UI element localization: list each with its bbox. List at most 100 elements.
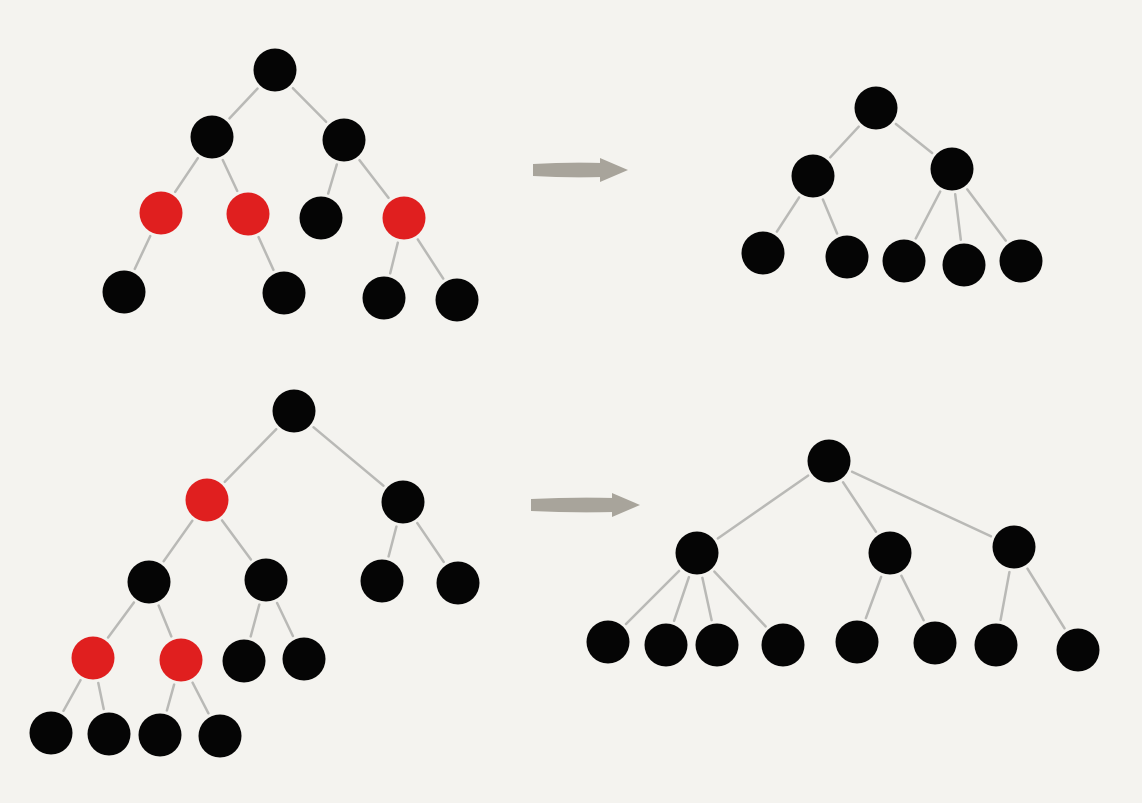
red-node [185, 478, 229, 522]
red-node [159, 638, 203, 682]
black-node [930, 147, 974, 191]
two-three-four-tree-2 [586, 439, 1100, 672]
tree-edge [326, 163, 339, 195]
black-node [381, 480, 425, 524]
black-node [942, 243, 986, 287]
tree-edge [850, 470, 993, 538]
black-node [29, 711, 73, 755]
tree-edge [672, 575, 691, 623]
tree-edge [829, 125, 860, 159]
black-node [835, 620, 879, 664]
black-node [87, 712, 131, 756]
black-node [999, 239, 1043, 283]
black-node [222, 639, 266, 683]
red-node [226, 192, 270, 236]
tree-edge [701, 576, 713, 622]
tree-edge [157, 604, 173, 638]
arrow-head [600, 158, 628, 182]
black-node [868, 531, 912, 575]
black-node [882, 239, 926, 283]
tree-edge [249, 603, 261, 638]
two-three-four-tree-2-edges [624, 470, 1066, 630]
tree-edge [387, 525, 398, 558]
black-node [102, 270, 146, 314]
red-node [71, 636, 115, 680]
tree-edge [173, 156, 200, 194]
black-node [299, 196, 343, 240]
tree-edge [312, 426, 385, 487]
arrow-shaft [531, 497, 614, 513]
red-black-tree-2 [29, 389, 480, 758]
black-node [272, 389, 316, 433]
tree-edge [228, 87, 259, 120]
black-node [695, 623, 739, 667]
tree-edge [223, 427, 278, 484]
black-node [190, 115, 234, 159]
red-black-tree-2-edges [62, 426, 445, 715]
black-node [586, 620, 630, 664]
black-node [791, 154, 835, 198]
red-node [382, 196, 426, 240]
black-node [198, 714, 242, 758]
two-three-four-tree-1 [741, 86, 1043, 287]
tree-edge [416, 521, 445, 564]
black-node [1056, 628, 1100, 672]
tree-edge [221, 158, 239, 193]
red-node [139, 191, 183, 235]
transform-arrow-bottom [531, 493, 640, 517]
tree-edge [106, 601, 136, 639]
tree-edge [894, 122, 934, 155]
tree-edge [257, 235, 275, 272]
black-node [913, 621, 957, 665]
tree-edge [716, 474, 810, 540]
tree-edge [291, 86, 328, 124]
tree-edge [953, 193, 963, 241]
red-black-tree-2-nodes [29, 389, 480, 758]
tree-edge [97, 681, 105, 711]
tree-edge [220, 519, 253, 561]
arrow-head [612, 493, 640, 517]
tree-edge [713, 570, 767, 628]
tree-edge [914, 190, 942, 240]
tree-edge [165, 683, 176, 712]
black-node [807, 439, 851, 483]
black-node [741, 231, 785, 275]
two-three-four-tree-1-nodes [741, 86, 1043, 287]
black-node [992, 525, 1036, 569]
tree-edge [999, 570, 1011, 622]
two-three-four-tree-1-edges [775, 122, 1007, 242]
black-node [825, 235, 869, 279]
black-node [974, 623, 1018, 667]
black-node [435, 278, 479, 322]
black-node [322, 118, 366, 162]
tree-edge [133, 234, 152, 271]
tree-edge [841, 481, 878, 533]
tree-edge [966, 188, 1007, 242]
tree-edge [624, 569, 681, 626]
red-black-tree-1-edges [133, 86, 445, 280]
tree-edge [388, 241, 400, 275]
black-node [360, 559, 404, 603]
black-node [362, 276, 406, 320]
black-node [127, 560, 171, 604]
arrow-shaft [533, 162, 602, 178]
transform-arrow-top [533, 158, 628, 182]
black-node [644, 623, 688, 667]
two-three-four-tree-2-nodes [586, 439, 1100, 672]
black-node [761, 623, 805, 667]
black-node [675, 531, 719, 575]
black-node [253, 48, 297, 92]
tree-edge [864, 575, 883, 620]
black-node [854, 86, 898, 130]
tree-edge [900, 574, 925, 622]
red-black-tree-1 [102, 48, 479, 322]
tree-edge [1026, 567, 1066, 630]
tree-edge [162, 519, 194, 563]
tree-edge [191, 681, 210, 715]
tree-edge [416, 238, 445, 280]
black-node [262, 271, 306, 315]
black-node [282, 637, 326, 681]
black-node [138, 713, 182, 757]
